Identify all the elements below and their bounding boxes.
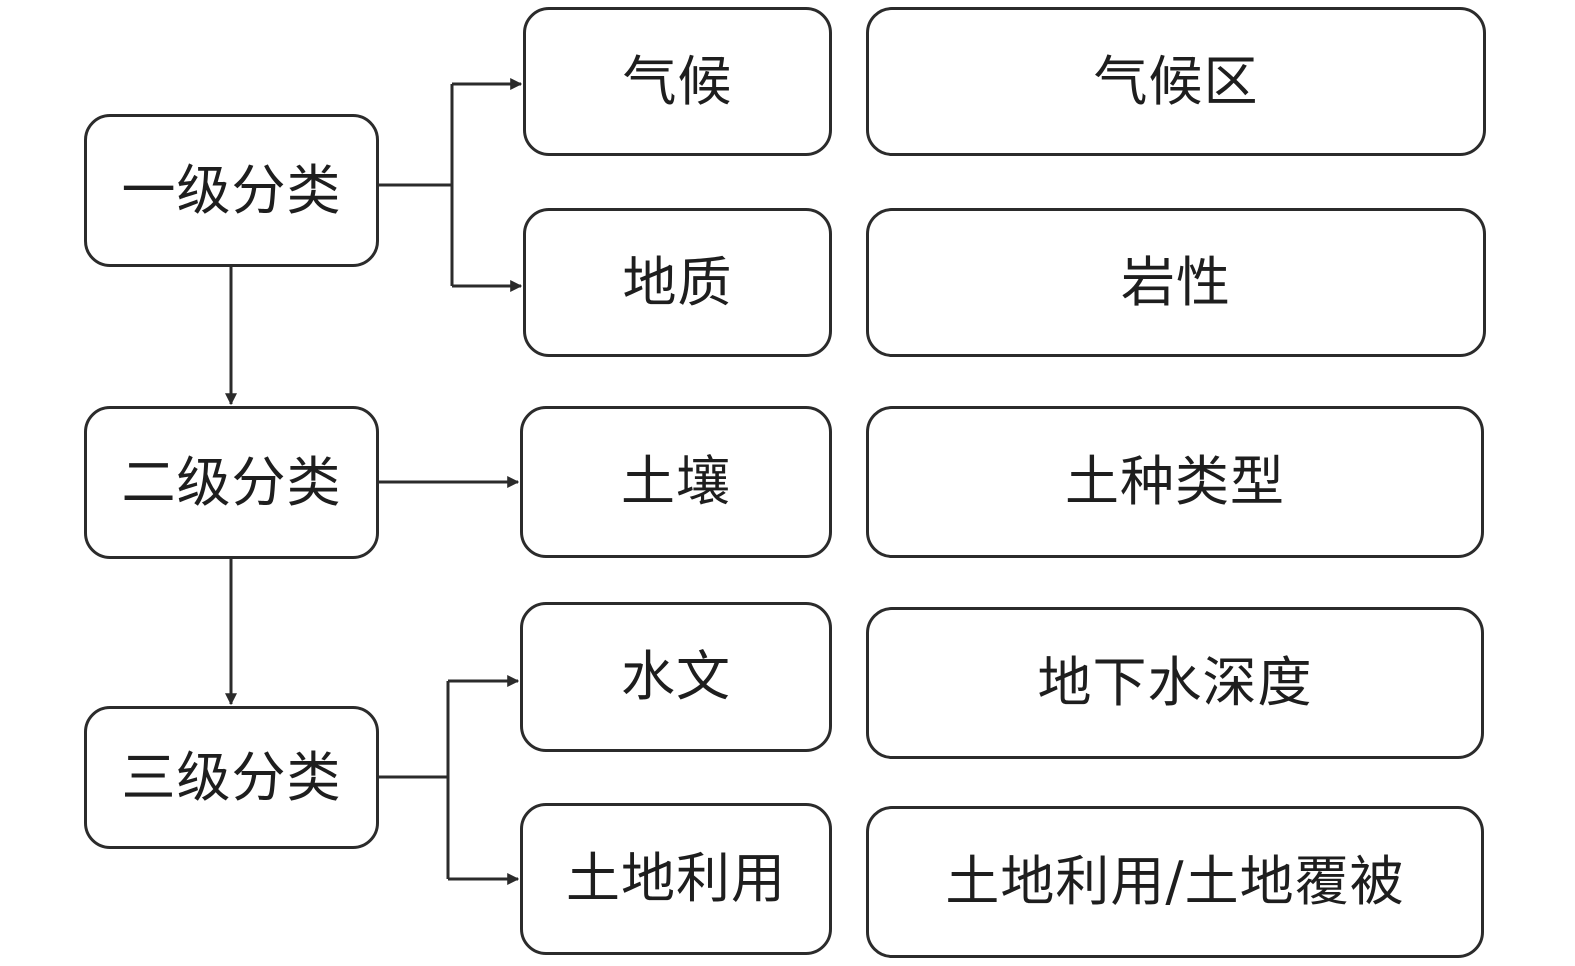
indicator-label-hydrology: 地下水深度 [1037,651,1313,714]
factor-box-climate: 气候 [523,7,832,156]
indicator-label-soil: 土种类型 [1065,450,1285,513]
indicator-box-land-use: 土地利用/土地覆被 [866,806,1484,958]
indicator-label-climate: 气候区 [1093,49,1259,113]
indicator-box-hydrology: 地下水深度 [866,607,1484,759]
level-1-box: 一级分类 [84,114,379,267]
indicator-label-land-use: 土地利用/土地覆被 [945,850,1405,913]
factor-box-hydrology: 水文 [520,602,832,752]
level-2-box: 二级分类 [84,406,379,559]
indicator-box-climate: 气候区 [866,7,1486,156]
indicator-box-soil: 土种类型 [866,406,1484,558]
indicator-label-geology: 岩性 [1121,250,1231,314]
level-1-label: 一级分类 [121,158,342,222]
factor-box-soil: 土壤 [520,406,832,558]
factor-label-land-use: 土地利用 [566,847,786,910]
indicator-box-geology: 岩性 [866,208,1486,357]
level-2-label: 二级分类 [121,450,342,514]
factor-label-hydrology: 水文 [621,645,731,708]
factor-box-geology: 地质 [523,208,832,357]
factor-label-geology: 地质 [622,250,733,314]
factor-box-land-use: 土地利用 [520,803,832,955]
factor-label-soil: 土壤 [621,450,731,513]
level-3-box: 三级分类 [84,706,379,849]
level-3-label: 三级分类 [121,745,342,809]
factor-label-climate: 气候 [622,49,733,113]
